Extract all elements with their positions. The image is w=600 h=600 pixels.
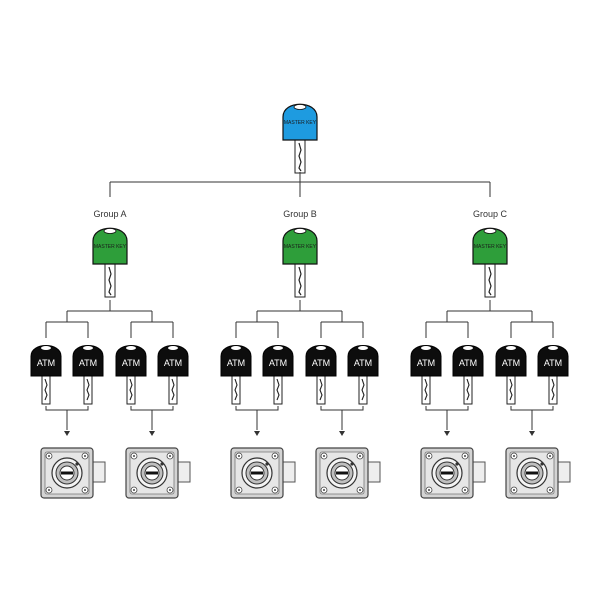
connector-to-lock <box>235 406 279 430</box>
key-label: MASTER KEY <box>94 244 127 250</box>
arrowhead <box>64 431 70 436</box>
group-master-key-icon: MASTER KEY <box>472 227 508 298</box>
user-key-icon: ATM <box>262 345 294 405</box>
connector-top-bus <box>110 172 490 183</box>
cam-lock-icon <box>315 447 381 499</box>
user-key-label: ATM <box>417 358 435 368</box>
connector-to-lock <box>320 406 364 430</box>
connector-group-bus <box>67 300 152 312</box>
cam-lock-icon <box>420 447 486 499</box>
connector-to-lock <box>425 406 469 430</box>
arrowhead <box>149 431 155 436</box>
connector-sub-drop <box>446 311 533 322</box>
user-key-label: ATM <box>354 358 372 368</box>
group-label: Group A <box>93 209 126 219</box>
user-key-icon: ATM <box>220 345 252 405</box>
connector-sub-drop <box>256 311 343 322</box>
cam-lock-icon <box>40 447 106 499</box>
key-label: MASTER KEY <box>284 244 317 250</box>
arrowhead <box>529 431 535 436</box>
connector-to-lock <box>130 406 174 430</box>
group-master-key-icon: MASTER KEY <box>92 227 128 298</box>
user-key-icon: ATM <box>72 345 104 405</box>
user-key-icon: ATM <box>410 345 442 405</box>
user-key-icon: ATM <box>157 345 189 405</box>
cam-lock-icon <box>505 447 571 499</box>
group-label: Group B <box>283 209 317 219</box>
user-key-label: ATM <box>37 358 55 368</box>
connector-group-bus <box>447 300 532 312</box>
group-label: Group C <box>473 209 508 219</box>
user-key-label: ATM <box>122 358 140 368</box>
master-key-icon: MASTER KEY <box>282 103 318 174</box>
connector-sub-drop <box>66 311 153 322</box>
user-key-icon: ATM <box>537 345 569 405</box>
user-key-label: ATM <box>269 358 287 368</box>
connector-to-lock <box>510 406 554 430</box>
user-key-icon: ATM <box>452 345 484 405</box>
cam-lock-icon <box>230 447 296 499</box>
user-key-icon: ATM <box>495 345 527 405</box>
user-key-icon: ATM <box>115 345 147 405</box>
key-label: MASTER KEY <box>284 120 317 126</box>
key-label: MASTER KEY <box>474 244 507 250</box>
user-key-icon: ATM <box>305 345 337 405</box>
arrowhead <box>254 431 260 436</box>
arrowhead <box>339 431 345 436</box>
user-key-label: ATM <box>459 358 477 368</box>
user-key-label: ATM <box>502 358 520 368</box>
user-key-label: ATM <box>227 358 245 368</box>
group-master-key-icon: MASTER KEY <box>282 227 318 298</box>
connector-group-bus <box>257 300 342 312</box>
user-key-label: ATM <box>544 358 562 368</box>
user-key-label: ATM <box>79 358 97 368</box>
user-key-icon: ATM <box>30 345 62 405</box>
arrowhead <box>444 431 450 436</box>
connector-to-lock <box>45 406 89 430</box>
user-key-icon: ATM <box>347 345 379 405</box>
user-key-label: ATM <box>164 358 182 368</box>
cam-lock-icon <box>125 447 191 499</box>
user-key-label: ATM <box>312 358 330 368</box>
